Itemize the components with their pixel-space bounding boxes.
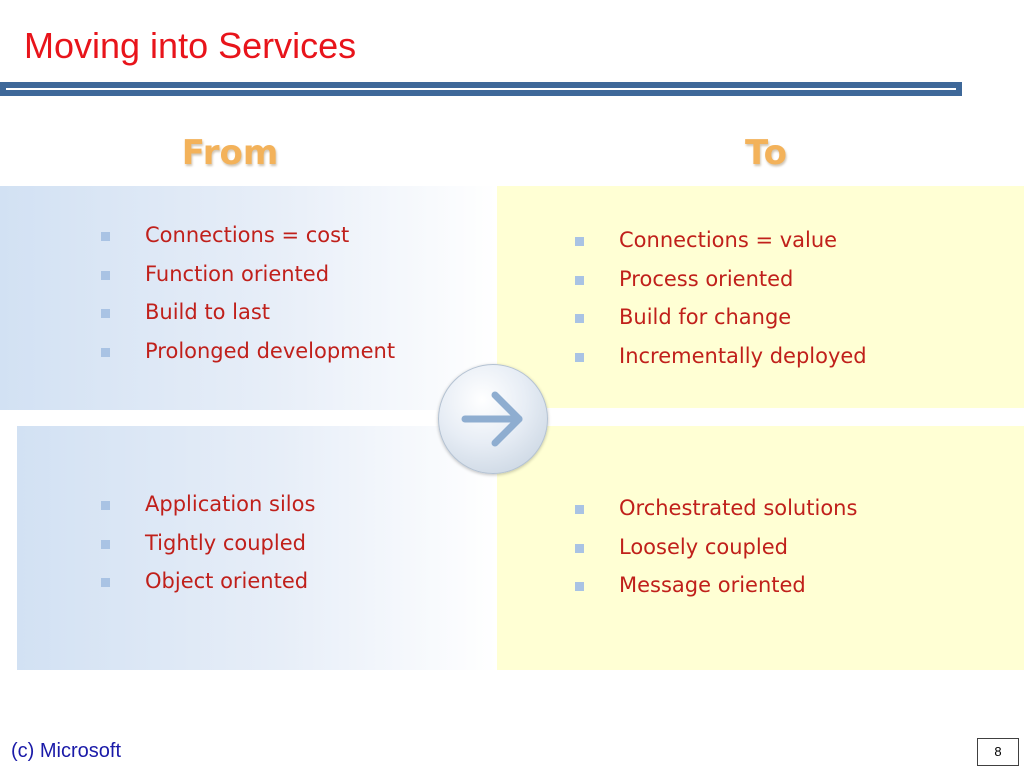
to-panel-bottom bbox=[497, 426, 1024, 670]
to-panel-top bbox=[497, 186, 1024, 408]
list-item-text: Build for change bbox=[619, 305, 792, 329]
from-list-bottom: Application silos Tightly coupled Object… bbox=[101, 485, 315, 601]
square-bullet-icon bbox=[101, 232, 110, 241]
list-item: Prolonged development bbox=[101, 332, 395, 371]
list-item-text: Prolonged development bbox=[145, 338, 396, 363]
from-heading: From bbox=[181, 133, 279, 173]
right-arrow-icon bbox=[461, 391, 523, 447]
list-item-text: Incrementally deployed bbox=[619, 343, 867, 368]
list-item: Build to last bbox=[101, 293, 395, 332]
from-list-top: Connections = cost Function oriented Bui… bbox=[101, 216, 395, 370]
transition-circle bbox=[438, 364, 548, 474]
page-number: 8 bbox=[977, 738, 1019, 766]
list-item: Orchestrated solutions bbox=[575, 489, 857, 528]
copyright-footer: (c) Microsoft bbox=[11, 740, 121, 762]
square-bullet-icon bbox=[575, 314, 584, 323]
list-item-text: Application silos bbox=[145, 492, 316, 516]
list-item: Connections = cost bbox=[101, 216, 395, 255]
square-bullet-icon bbox=[575, 543, 584, 553]
list-item: Message oriented bbox=[575, 566, 857, 605]
square-bullet-icon bbox=[575, 582, 584, 591]
list-item-text: Message oriented bbox=[619, 573, 806, 597]
square-bullet-icon bbox=[101, 347, 110, 357]
square-bullet-icon bbox=[575, 505, 584, 514]
list-item: Process oriented bbox=[575, 260, 867, 299]
slide-title: Moving into Services bbox=[24, 25, 357, 66]
from-panel-bottom bbox=[17, 426, 497, 670]
square-bullet-icon bbox=[575, 275, 584, 285]
list-item: Loosely coupled bbox=[575, 528, 857, 567]
from-panel-top bbox=[0, 186, 497, 410]
list-item: Function oriented bbox=[101, 255, 395, 294]
list-item-text: Tightly coupled bbox=[145, 530, 306, 555]
list-item-text: Build to last bbox=[145, 300, 271, 324]
to-heading: To bbox=[744, 133, 788, 173]
list-item-text: Orchestrated solutions bbox=[619, 496, 858, 520]
list-item: Tightly coupled bbox=[101, 524, 315, 563]
list-item: Object oriented bbox=[101, 562, 315, 601]
square-bullet-icon bbox=[101, 309, 110, 318]
square-bullet-icon bbox=[575, 237, 584, 246]
to-list-bottom: Orchestrated solutions Loosely coupled M… bbox=[575, 489, 857, 605]
square-bullet-icon bbox=[101, 578, 110, 587]
list-item-text: Object oriented bbox=[145, 569, 309, 593]
to-list-top: Connections = value Process oriented Bui… bbox=[575, 221, 867, 375]
list-item-text: Loosely coupled bbox=[619, 534, 788, 559]
list-item-text: Connections = cost bbox=[145, 223, 350, 247]
square-bullet-icon bbox=[101, 539, 110, 549]
square-bullet-icon bbox=[101, 501, 110, 510]
list-item-text: Process oriented bbox=[619, 266, 794, 291]
list-item: Connections = value bbox=[575, 221, 867, 260]
title-rule-highlight bbox=[6, 88, 956, 90]
list-item: Application silos bbox=[101, 485, 315, 524]
square-bullet-icon bbox=[101, 270, 110, 280]
list-item: Build for change bbox=[575, 298, 867, 337]
list-item-text: Function oriented bbox=[145, 261, 330, 286]
list-item: Incrementally deployed bbox=[575, 337, 867, 376]
square-bullet-icon bbox=[575, 352, 584, 362]
list-item-text: Connections = value bbox=[619, 228, 838, 252]
